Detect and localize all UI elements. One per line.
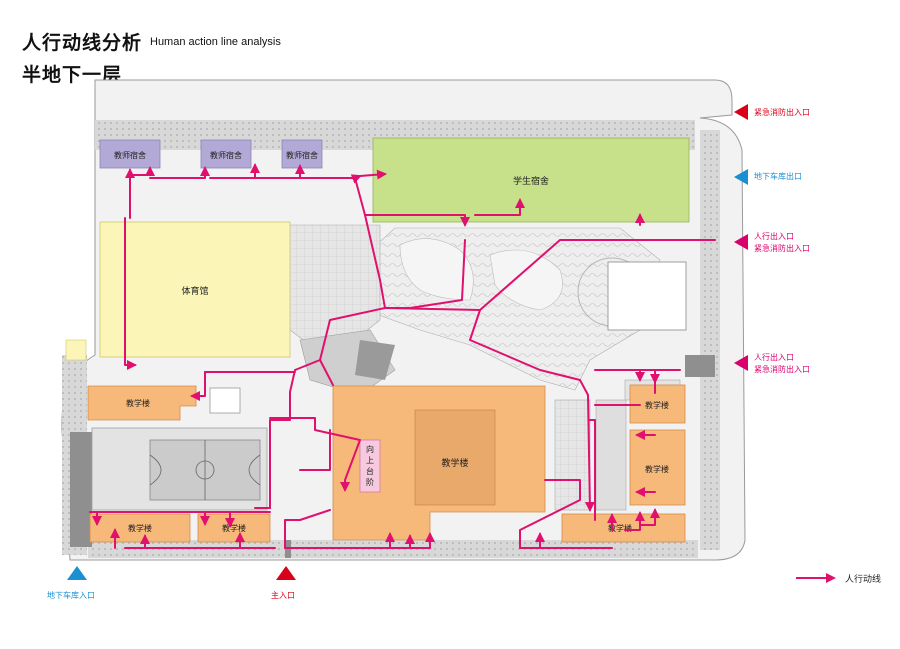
label-teacher-dorm-1: 教师宿舍 (114, 150, 146, 160)
basketball-court (91, 427, 268, 511)
steps-up (359, 439, 381, 493)
student-dorm (372, 137, 690, 223)
page-title-english: Human action line analysis (150, 36, 281, 48)
teaching-building-r2 (629, 429, 686, 506)
garage-exit-label: 地下车库出口 (754, 172, 802, 181)
label-student-dorm: 学生宿舍 (513, 175, 549, 187)
landscape (209, 224, 687, 511)
ped-entrance-2-marker-icon (734, 355, 748, 371)
ped-entrance-1-label: 人行出入口 (754, 232, 794, 241)
garage-exit-marker-icon (734, 169, 748, 185)
garage-entrance-label: 地下车库入口 (47, 591, 95, 600)
ped-entrance-2-label: 人行出入口 (754, 353, 794, 362)
label-steps-4: 阶 (366, 477, 374, 487)
label-steps-1: 向 (366, 444, 374, 454)
label-teaching-r3: 教学楼 (608, 523, 632, 533)
main-entrance-label: 主入口 (271, 591, 295, 600)
ped-entrance-1-marker-icon (734, 234, 748, 250)
entrance-markers (67, 104, 748, 580)
label-teaching-r2: 教学楼 (645, 464, 669, 474)
fire-exit-label: 紧急消防出入口 (754, 108, 810, 117)
label-gym: 体育馆 (181, 285, 208, 297)
page-title: 人行动线分析 (22, 32, 143, 54)
label-steps-3: 台 (366, 466, 374, 476)
buildings (65, 137, 690, 543)
ped-entrance-2-fire-label: 紧急消防出入口 (754, 365, 810, 374)
legend-label: 人行动线 (845, 575, 882, 585)
label-steps-2: 上 (366, 456, 374, 465)
gymnasium (99, 221, 291, 358)
label-teaching-3: 教学楼 (222, 523, 246, 533)
fire-exit-marker-icon (734, 104, 748, 120)
label-teaching-r1: 教学楼 (645, 400, 669, 410)
teacher-dorm-1 (99, 139, 161, 169)
teacher-dorm-3 (281, 139, 323, 169)
label-teacher-dorm-3: 教师宿舍 (286, 150, 318, 160)
garage-entrance-marker-icon (67, 566, 87, 580)
label-teaching-1: 教学楼 (126, 398, 150, 408)
label-teacher-dorm-2: 教师宿舍 (210, 150, 242, 160)
main-entrance-marker-icon (276, 566, 296, 580)
label-teaching-2: 教学楼 (128, 523, 152, 533)
teaching-building-r3 (561, 513, 686, 543)
label-teaching-main: 教学楼 (441, 457, 468, 469)
pedestrian-routes (89, 163, 716, 549)
teaching-building-1 (87, 385, 197, 421)
building-labels: 教师宿舍 教师宿舍 教师宿舍 学生宿舍 体育馆 教学楼 教学楼 教学楼 教学楼 … (114, 150, 669, 533)
teacher-dorm-2 (200, 139, 252, 169)
ped-entrance-1-fire-label: 紧急消防出入口 (754, 244, 810, 253)
